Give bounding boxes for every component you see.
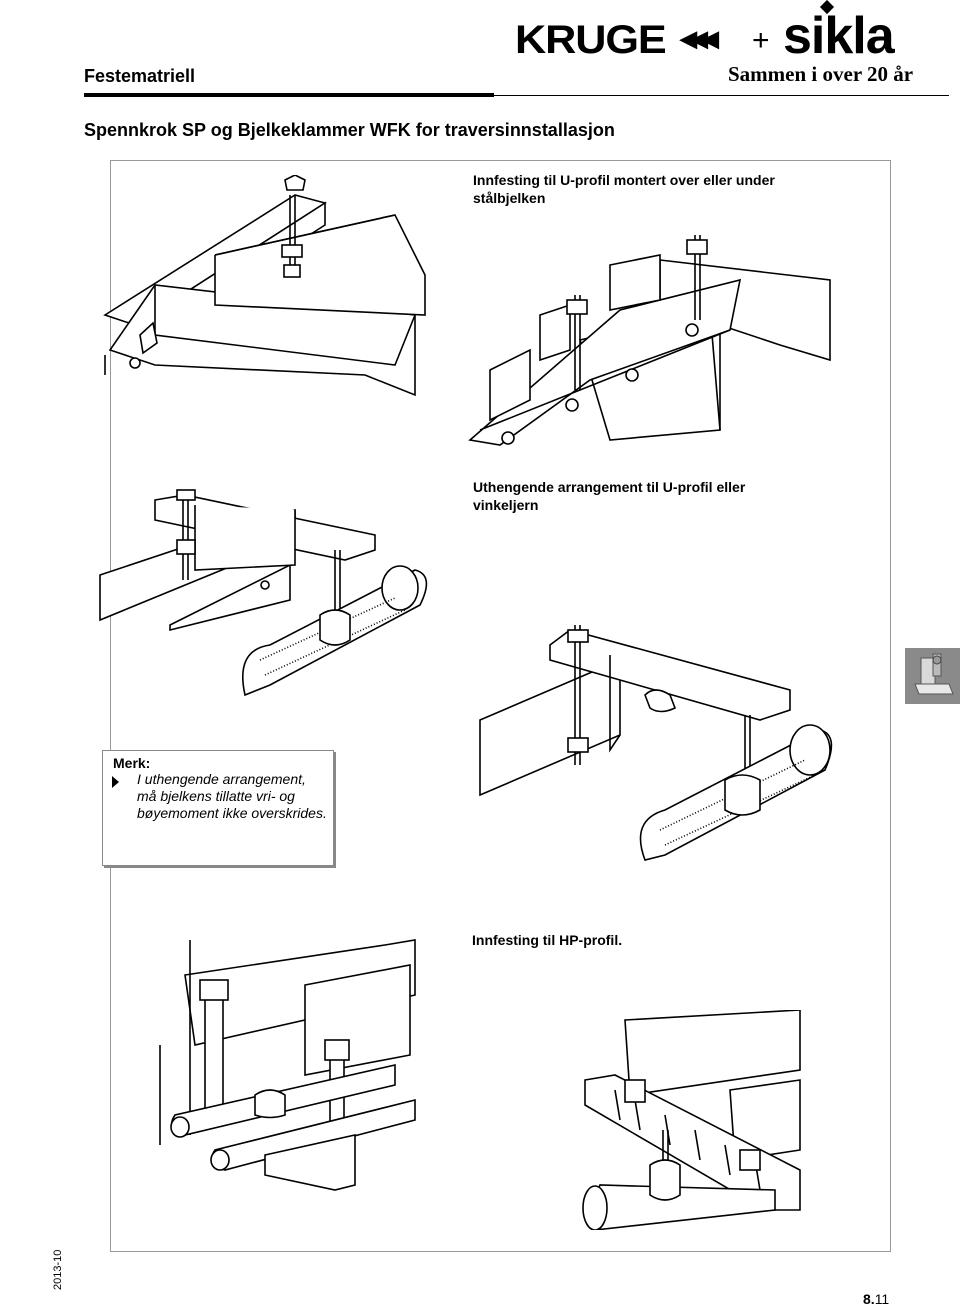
drawing-hp-profile-left — [159, 939, 416, 1191]
header-rule-thin — [494, 95, 949, 96]
note-text: I uthengende arrangement, må bjelkens ti… — [137, 771, 327, 821]
page-number: 8.11 — [863, 1291, 889, 1307]
page-number-chapter: 8. — [863, 1291, 875, 1307]
page-heading: Spennkrok SP og Bjelkeklammer WFK for tr… — [84, 120, 615, 140]
drawing-suspended-angle — [479, 625, 833, 861]
logo-kruge: KRUGE — [515, 18, 667, 62]
drawing-hp-profile-right — [582, 1010, 801, 1230]
note-title: Merk: — [113, 755, 151, 771]
caption-bottom: Innfesting til HP-profil. — [472, 932, 623, 948]
clamp-product-icon — [914, 653, 954, 695]
bullet-arrow-icon — [112, 776, 119, 788]
logo-sikla: sikla — [783, 7, 895, 65]
side-tab — [905, 648, 960, 704]
page-number-page: 11 — [874, 1291, 890, 1307]
caption-top: Innfesting til U-profil montert over ell… — [473, 172, 775, 206]
logo-plus: + — [752, 24, 770, 57]
caption-middle: Uthengende arrangement til U-profil elle… — [473, 479, 746, 513]
drawing-channel-over-beam — [103, 175, 426, 397]
drawing-channel-under-beam — [468, 235, 831, 446]
section-title: Festematriell — [84, 66, 196, 86]
logo-arrows-icon: ◀◀◀ — [680, 26, 719, 51]
date-code: 2013-10 — [52, 1249, 64, 1290]
illustration-frame — [110, 160, 891, 1252]
header-rule — [84, 93, 494, 97]
drawing-suspended-channel — [99, 489, 428, 697]
note-box: Merk: I uthengende arrangement, må bjelk… — [102, 750, 334, 866]
tagline: Sammen i over 20 år — [728, 62, 914, 86]
